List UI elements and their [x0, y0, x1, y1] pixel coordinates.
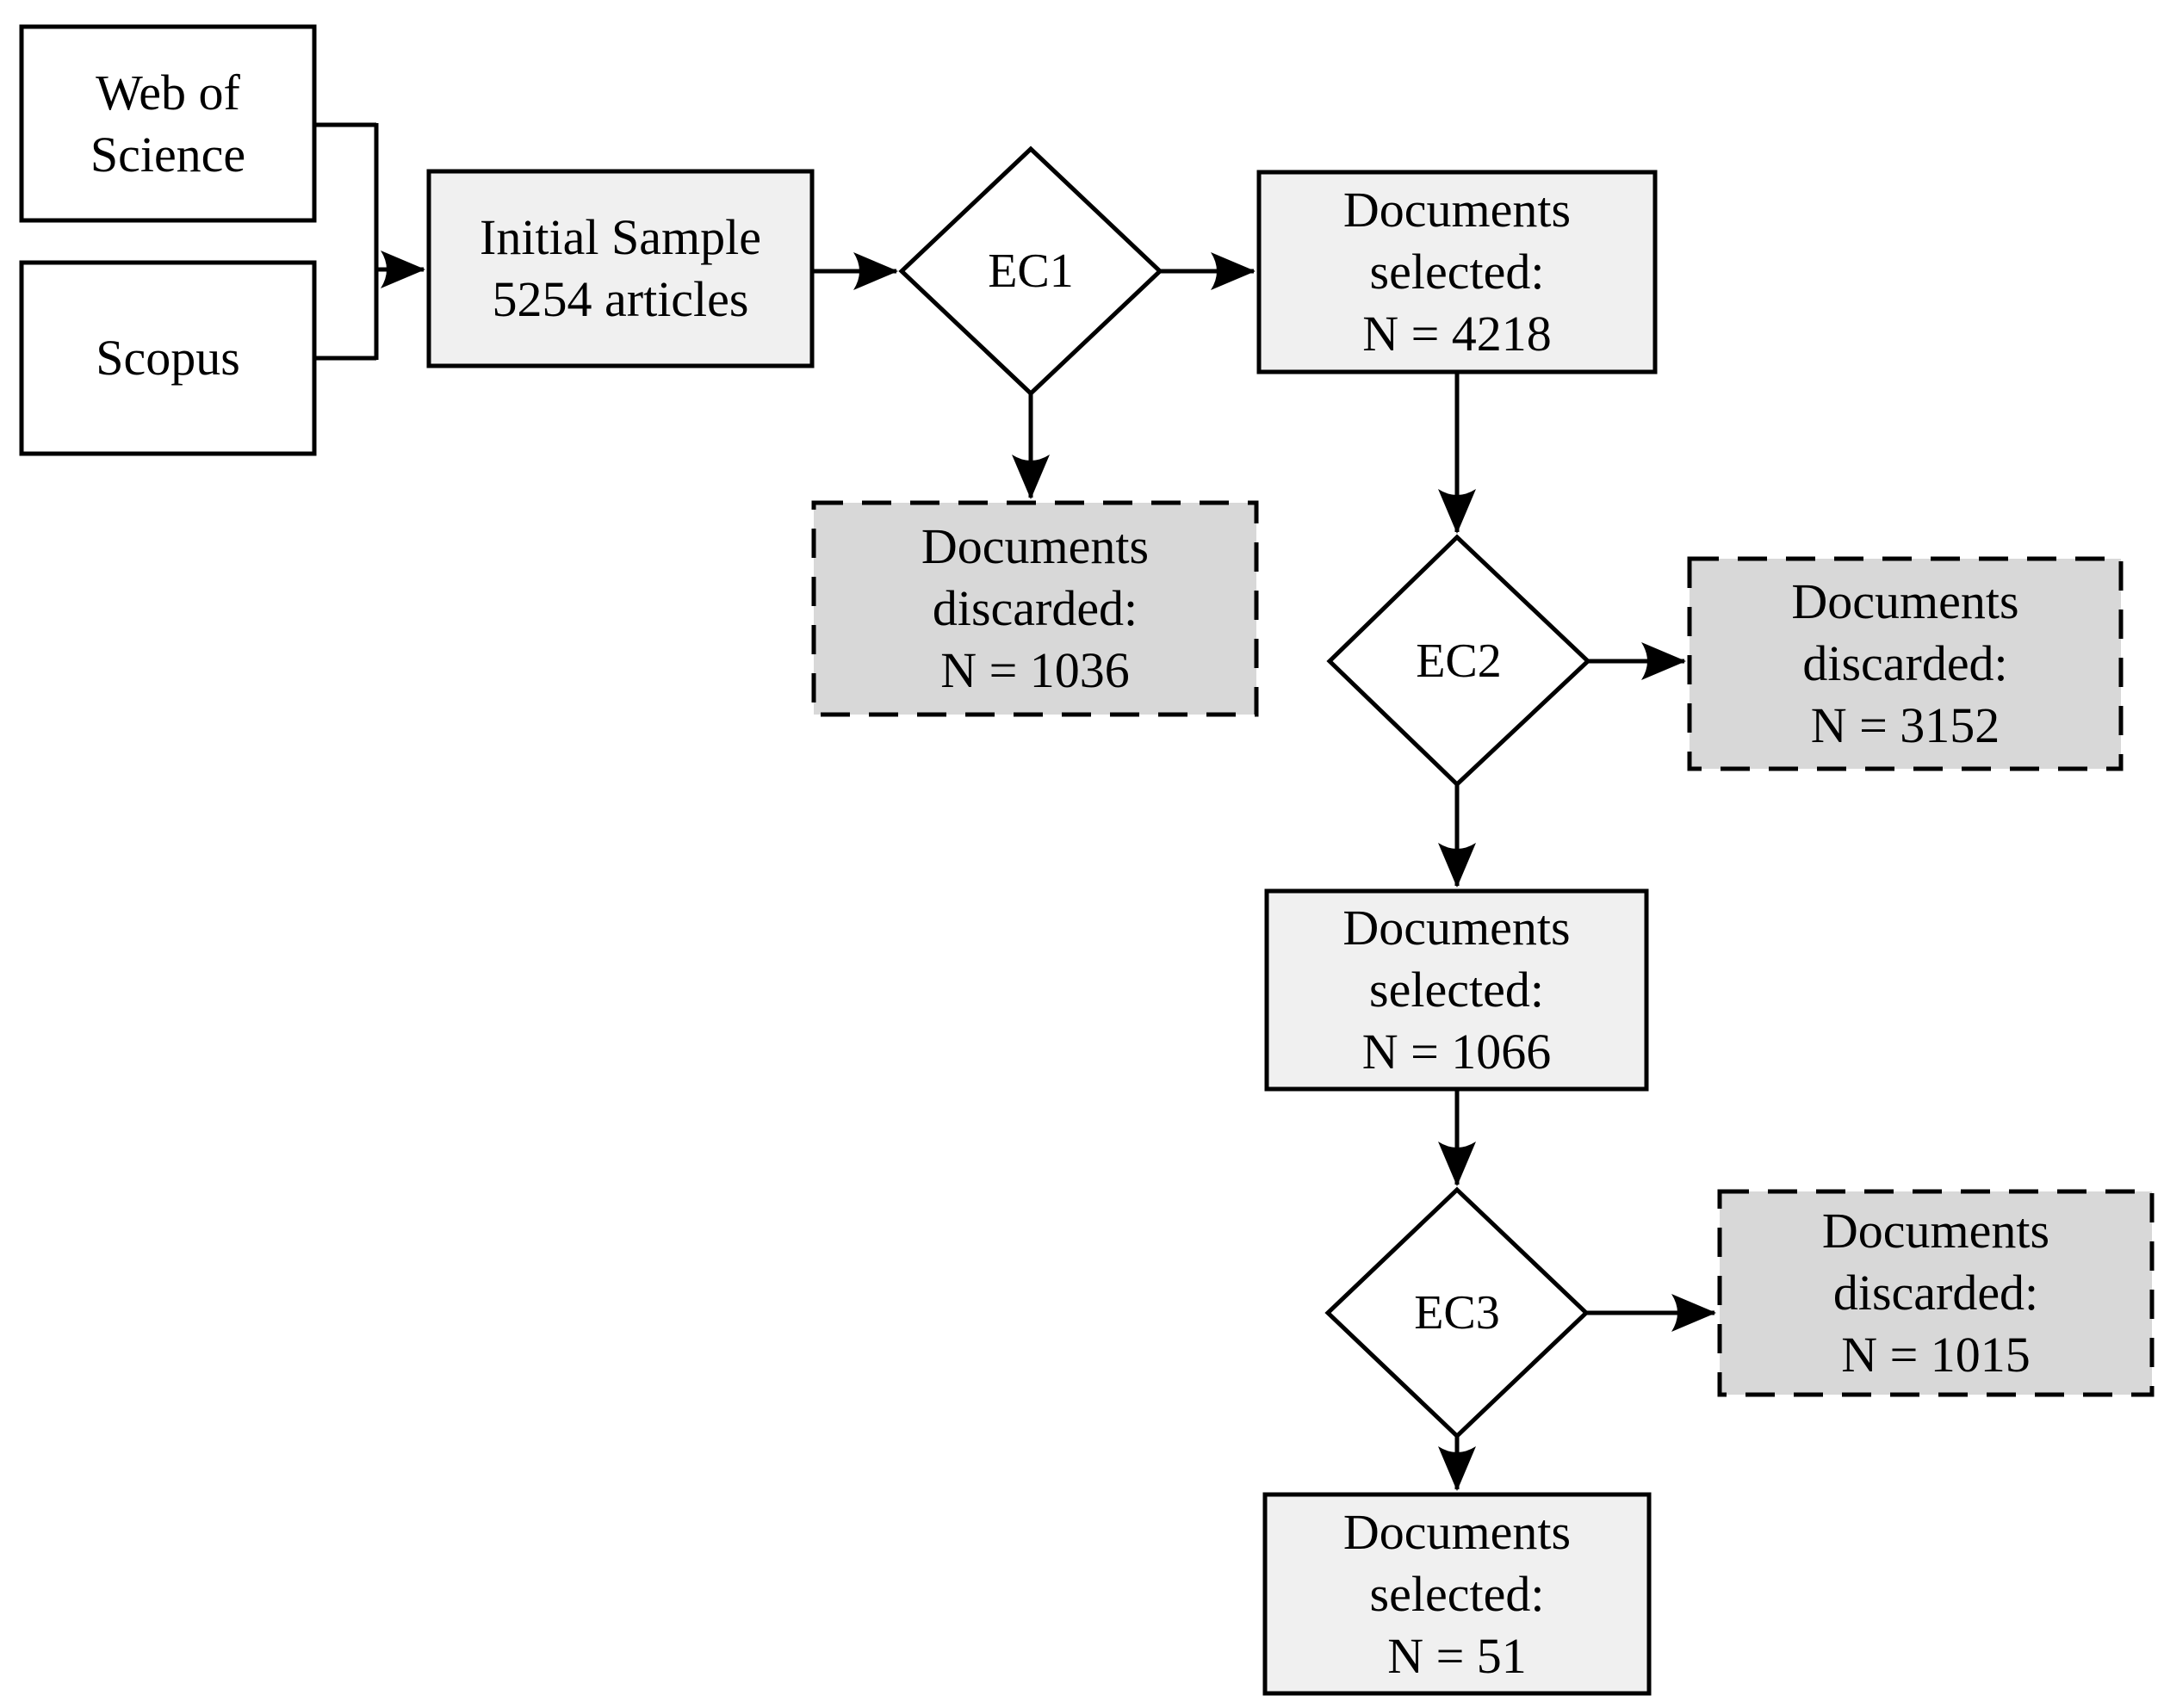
ec3-diamond	[1324, 1186, 1590, 1439]
documents-selected-2-box	[1264, 888, 1649, 1092]
ec2-diamond	[1326, 534, 1591, 788]
documents-selected-3-box	[1262, 1492, 1652, 1696]
ec1-diamond	[898, 145, 1163, 397]
initial-sample-box	[426, 169, 815, 368]
scopus-box	[19, 260, 317, 456]
documents-discarded-3-box	[1717, 1189, 2155, 1397]
documents-discarded-1-box	[811, 500, 1259, 717]
wos-box	[19, 24, 317, 223]
documents-discarded-2-box	[1687, 556, 2124, 771]
documents-selected-1-box	[1256, 170, 1658, 374]
